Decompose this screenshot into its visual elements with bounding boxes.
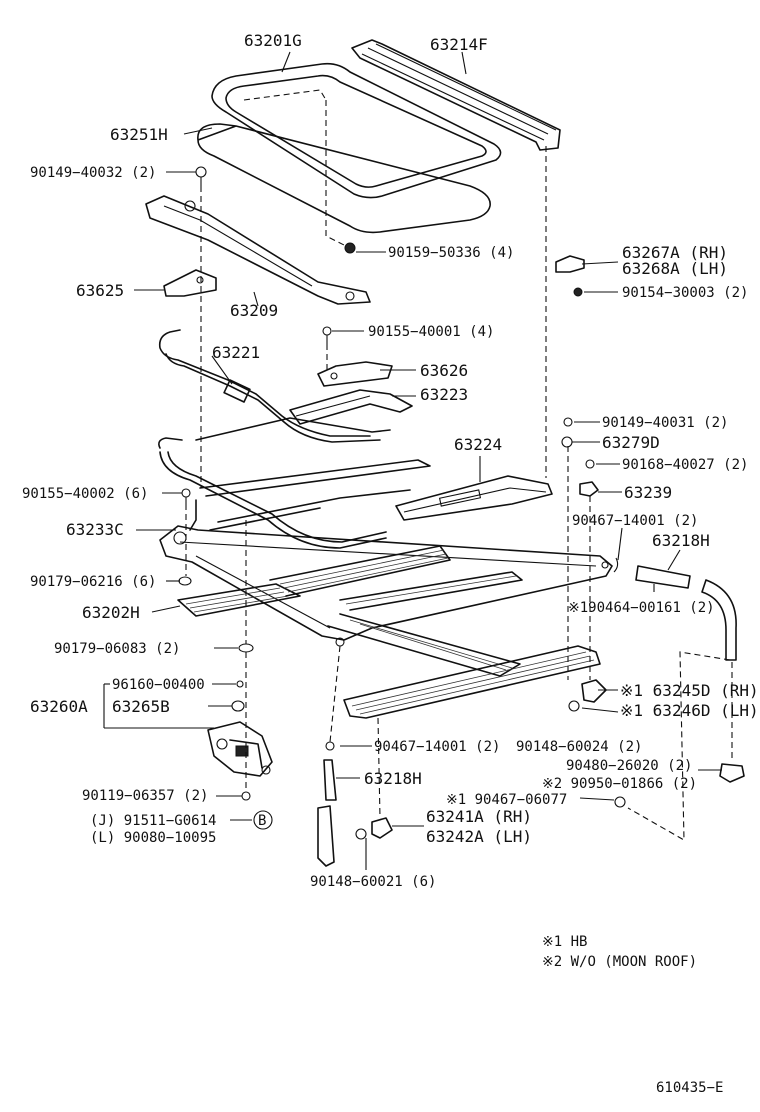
label-91511-g0614: (J) 91511−G0614 [90, 813, 216, 829]
label-96160-00400: 96160−00400 [112, 677, 205, 693]
frame-63209 [145, 195, 371, 305]
label-63251h: 63251H [110, 125, 168, 144]
note-without-moon-roof: ※2 W/O (MOON ROOF) [542, 954, 697, 970]
label-90179-06216: 90179−06216 (6) [30, 574, 156, 590]
diagram-code: 610435−E [656, 1080, 723, 1096]
label-90080-10095: (L) 90080−10095 [90, 830, 216, 846]
clamp-63241a [355, 817, 393, 840]
weatherstrip-63251h [197, 123, 491, 234]
rear-rail [343, 645, 601, 719]
label-90148-60021: 90148−60021 (6) [310, 874, 436, 890]
label-63221: 63221 [212, 343, 260, 362]
label-63268a: 63268A (LH) [622, 259, 728, 278]
label-90480-26020: 90480−26020 (2) [566, 758, 692, 774]
label-63239: 63239 [624, 483, 672, 502]
label-90464-00161: ※190464−00161 (2) [568, 600, 715, 616]
drive-cable-63221 [158, 329, 387, 549]
link-63224 [395, 475, 553, 521]
label-63218h-a: 63218H [652, 531, 710, 550]
label-90467-06077: ※1 90467−06077 [446, 792, 567, 808]
glass-panel-63201g [211, 62, 502, 199]
label-90467-14001-a: 90467−14001 (2) [572, 513, 698, 529]
label-90159-50336: 90159−50336 (4) [388, 245, 514, 261]
label-90179-06083: 90179−06083 (2) [54, 641, 180, 657]
label-63242a: 63242A (LH) [426, 827, 532, 846]
label-63209: 63209 [230, 301, 278, 320]
label-90950-01866: ※2 90950−01866 (2) [542, 776, 697, 792]
label-63267a: 63267A (RH) [622, 243, 728, 262]
cable-rods [199, 459, 431, 531]
left-fasteners [178, 166, 356, 801]
guide-rail-63223 [195, 389, 413, 441]
label-90467-14001-b: 90467−14001 (2) [374, 739, 500, 755]
callout-b: B [253, 810, 273, 830]
label-90155-40002: 90155−40002 (6) [22, 486, 148, 502]
dashed-assembly-lines [185, 100, 733, 841]
label-90154-30003: 90154−30003 (2) [622, 285, 748, 301]
label-63224: 63224 [454, 435, 502, 454]
label-90149-40031: 90149−40031 (2) [602, 415, 728, 431]
bracket-63626 [317, 361, 393, 387]
right-fasteners [555, 255, 745, 808]
label-63218h-b: 63218H [364, 769, 422, 788]
label-63265b: 63265B [112, 697, 170, 716]
bracket-63625 [163, 269, 217, 297]
label-63241a: 63241A (RH) [426, 807, 532, 826]
label-63625: 63625 [76, 281, 124, 300]
label-90148-60024: 90148−60024 (2) [516, 739, 642, 755]
sunroof-motor-63260a [207, 721, 273, 777]
label-63260a: 63260A [30, 697, 88, 716]
label-63246d: ※1 63246D (LH) [620, 701, 759, 720]
label-90155-40001: 90155−40001 (4) [368, 324, 494, 340]
drain-hose-right [601, 557, 737, 661]
part-labels: 63201G 63214F 63251H 90149−40032 (2) 901… [22, 31, 759, 890]
footnotes: ※1 HB ※2 W/O (MOON ROOF) [542, 934, 697, 970]
callout-b-letter: B [258, 813, 266, 829]
label-63223: 63223 [420, 385, 468, 404]
label-90168-40027: 90168−40027 (2) [622, 457, 748, 473]
label-63626: 63626 [420, 361, 468, 380]
label-63214f: 63214F [430, 35, 488, 54]
leader-lines [103, 51, 722, 870]
deflector-63214f [351, 39, 561, 151]
drain-hose-left [317, 741, 337, 867]
housing-63202h [159, 499, 613, 677]
note-hb: ※1 HB [542, 934, 587, 950]
label-90149-40032: 90149−40032 (2) [30, 165, 156, 181]
label-63245d: ※1 63245D (RH) [620, 681, 759, 700]
label-63202h: 63202H [82, 603, 140, 622]
label-63233c: 63233C [66, 520, 124, 539]
label-90119-06357: 90119−06357 (2) [82, 788, 208, 804]
label-63279d: 63279D [602, 433, 660, 452]
label-63201g: 63201G [244, 31, 302, 50]
